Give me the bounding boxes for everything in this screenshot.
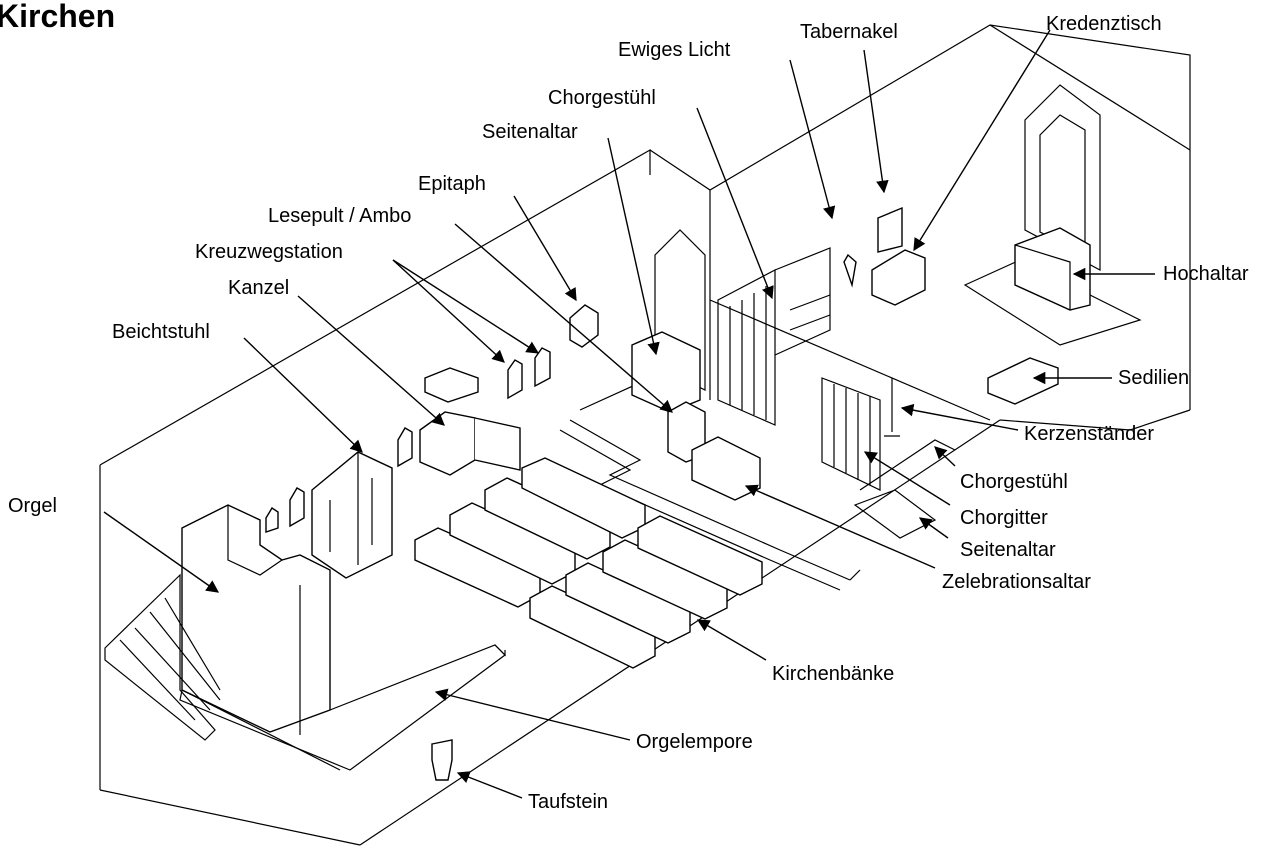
label-chorgestuehl-right: Chorgestühl [960,471,1068,493]
label-sedilien: Sedilien [1118,367,1189,389]
label-kredenztisch: Kredenztisch [1046,13,1162,35]
taufstein-shape [432,740,452,780]
label-kanzel: Kanzel [228,277,289,299]
label-taufstein: Taufstein [528,791,608,813]
kerzenstaender-shape [884,378,900,436]
label-seitenaltar-top: Seitenaltar [482,121,578,143]
label-zelebrationsaltar: Zelebrationsaltar [942,571,1091,593]
label-orgel: Orgel [8,495,57,517]
chorgitter-right [822,378,880,490]
label-kreuzwegstation: Kreuzwegstation [195,241,343,263]
label-chorgestuehl-top: Chorgestühl [548,87,656,109]
arrow-tabernakel [864,50,884,192]
pews [415,458,762,668]
arrow-beichtstuhl [244,338,362,452]
label-orgelempore: Orgelempore [636,731,753,753]
label-tabernakel: Tabernakel [800,21,898,43]
arrow-lesepult [455,224,672,412]
label-hochaltar: Hochaltar [1163,263,1249,285]
ewiges-licht-shape [844,255,856,285]
chancel-left [632,230,830,425]
zelebrationsaltar-shape [692,437,760,500]
arrow-chorgestuehl-top [697,108,772,298]
arrow-epitaph [514,196,576,300]
label-seitenaltar-right: Seitenaltar [960,539,1056,561]
arrow-kredenztisch [914,30,1050,250]
tabernakel-shape [878,208,902,252]
beichtstuhl-shape [312,452,392,578]
label-kerzenstaender: Kerzenständer [1024,423,1154,445]
label-beichtstuhl: Beichtstuhl [112,321,210,343]
arrow-chorgestuehl-right [935,447,955,466]
arrow-orgelempore [436,692,630,740]
choir-stall-front [860,440,955,490]
arrow-kanzel [298,296,444,425]
kredenztisch-shape [872,250,925,305]
side-altar-front [855,490,935,538]
sedilien-shape [988,358,1058,404]
arrow-kreuzweg-1 [393,260,504,362]
arrow-kreuzweg-2 [393,260,538,353]
label-lesepult: Lesepult / Ambo [268,205,411,227]
kanzel-shape [420,368,520,475]
label-ewiges-licht: Ewiges Licht [618,39,731,61]
epitaph-shape [570,305,598,347]
arrow-kerzenstaender [902,408,1018,430]
label-epitaph: Epitaph [418,173,486,195]
arrow-taufstein [458,773,522,798]
label-chorgitter: Chorgitter [960,507,1048,529]
label-kirchenbaenke: Kirchenbänke [772,663,894,685]
arrow-seitenaltar-top [608,138,656,354]
arrow-kirchenbaenke [698,620,766,660]
